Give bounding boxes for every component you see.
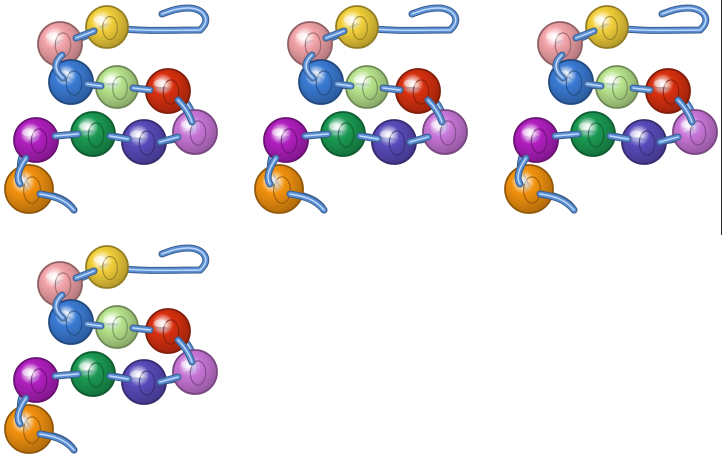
bead-string-4: [0, 240, 220, 459]
string: [55, 294, 64, 319]
string: [39, 433, 75, 451]
bead-yellow: [85, 5, 129, 49]
bead-lavender: [422, 109, 468, 155]
string: [177, 99, 193, 123]
string: [555, 54, 564, 79]
string: [86, 323, 102, 327]
string: [336, 83, 352, 87]
string: [54, 373, 79, 377]
string: [289, 193, 325, 211]
bead-purple: [263, 117, 309, 163]
bead-orange: [4, 164, 54, 214]
bead-indigo: [621, 119, 667, 165]
string: [109, 135, 129, 140]
bead-orange: [4, 404, 54, 454]
string: [305, 54, 314, 79]
bead-string-1: [0, 0, 220, 220]
string: [632, 87, 651, 91]
bead-string-drawing: [4, 244, 218, 454]
bead-light-green: [95, 305, 139, 349]
string: [677, 99, 693, 123]
bead-purple: [13, 117, 59, 163]
string: [359, 135, 379, 140]
string: [267, 157, 277, 185]
bead-lavender: [672, 109, 718, 155]
string: [382, 87, 401, 91]
bead-yellow: [85, 245, 129, 289]
bead-yellow: [585, 5, 629, 49]
string: [55, 54, 64, 79]
bead-lavender: [172, 349, 218, 395]
string: [539, 193, 575, 211]
string: [39, 193, 75, 211]
bead-yellow: [335, 5, 379, 49]
string: [575, 30, 595, 39]
bead-purple: [13, 357, 59, 403]
string: [409, 136, 429, 143]
string: [86, 83, 102, 87]
string: [132, 327, 151, 331]
bead-purple: [513, 117, 559, 163]
bead-light-green: [595, 65, 639, 109]
bead-string-drawing: [4, 4, 218, 214]
string: [554, 133, 579, 137]
string: [159, 136, 179, 143]
bead-orange: [254, 164, 304, 214]
bead-indigo: [371, 119, 417, 165]
bead-string-drawing: [504, 4, 718, 214]
string: [17, 397, 27, 425]
string: [325, 30, 345, 39]
string: [586, 83, 602, 87]
string: [109, 375, 129, 380]
string: [659, 136, 679, 143]
bead-string-2: [250, 0, 470, 220]
bead-string-3: [500, 0, 720, 220]
string: [54, 133, 79, 137]
string: [159, 376, 179, 383]
string: [609, 135, 629, 140]
bead-pink: [37, 261, 83, 307]
string: [75, 270, 95, 279]
bead-pink: [287, 21, 333, 67]
bead-orange: [504, 164, 554, 214]
string: [132, 87, 151, 91]
string: [17, 157, 27, 185]
string: [517, 157, 527, 185]
bead-lavender: [172, 109, 218, 155]
string: [427, 99, 443, 123]
bead-string-drawing: [254, 4, 468, 214]
string: [75, 30, 95, 39]
string: [177, 339, 193, 363]
string: [304, 133, 329, 137]
